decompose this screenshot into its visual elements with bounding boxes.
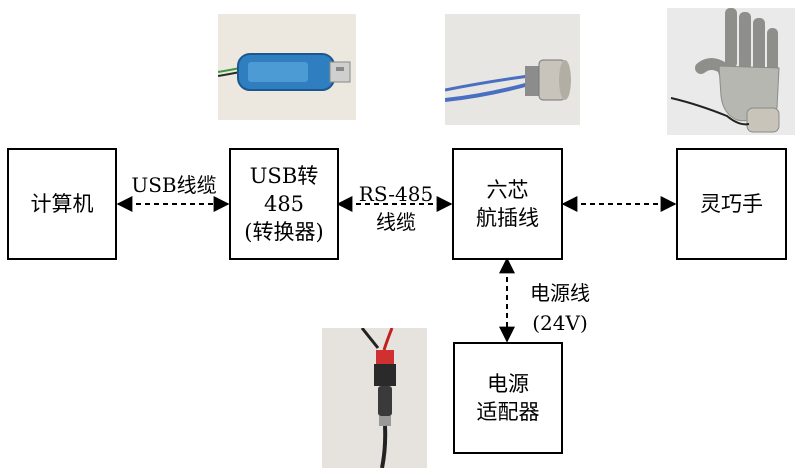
- power-cable-label-line1: 电源线: [530, 281, 590, 305]
- power-cable-label-line2: (24V): [532, 311, 588, 335]
- power-adapter-photo: [322, 328, 427, 468]
- connector-label-line1: 六芯: [486, 178, 529, 202]
- connector-label-line2: 航插线: [476, 206, 539, 230]
- hand-node: 灵巧手: [676, 148, 787, 260]
- rs485-cable-label-line2: 线缆: [376, 210, 416, 234]
- computer-node: 计算机: [7, 148, 117, 260]
- power-cable-label: 电源线 (24V): [515, 280, 605, 336]
- converter-label-line2: (转换器): [244, 220, 324, 244]
- converter-node: USB转485 (转换器): [229, 148, 339, 260]
- usb-cable-label-text: USB线缆: [131, 173, 217, 197]
- power-node: 电源 适配器: [453, 342, 563, 454]
- usb-cable-label: USB线缆: [122, 172, 226, 198]
- power-label-line1: 电源: [487, 372, 529, 396]
- converter-label-line1: USB转485: [249, 164, 319, 216]
- computer-label: 计算机: [30, 192, 94, 216]
- power-label-line2: 适配器: [476, 400, 540, 424]
- usb-adapter-photo: [218, 14, 356, 120]
- rs485-cable-label: RS-485 线缆: [344, 181, 448, 235]
- connector-node: 六芯 航插线: [452, 148, 563, 260]
- rs485-cable-label-line1: RS-485: [358, 182, 434, 206]
- aviation-plug-photo: [445, 14, 580, 125]
- dexterous-hand-photo: [667, 8, 795, 135]
- hand-label: 灵巧手: [700, 192, 763, 216]
